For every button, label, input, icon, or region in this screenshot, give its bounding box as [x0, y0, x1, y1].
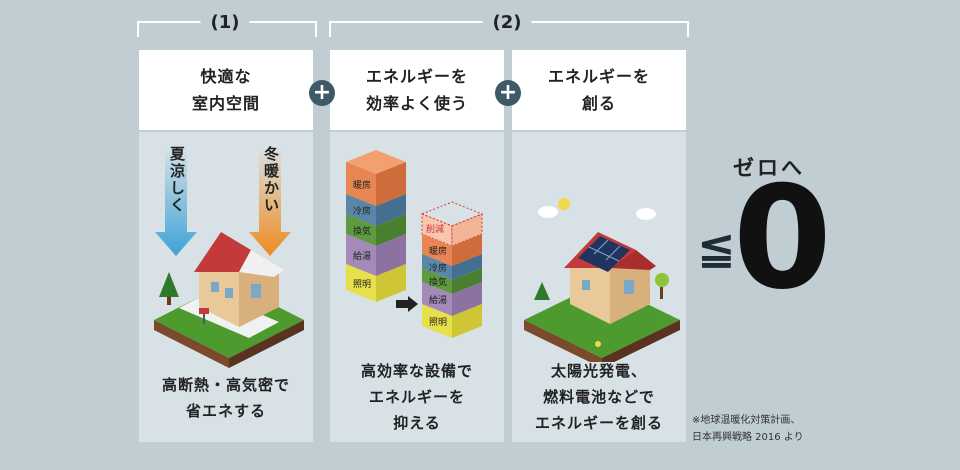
stack-label-ventilation: 換気	[352, 227, 371, 237]
cloud-icon	[636, 208, 656, 220]
solar-house-illustration	[524, 198, 680, 362]
stack-after-labels: 暖房 冷房 換気 給湯 照明	[426, 242, 450, 334]
panel-caption: 高断熱・高気密で 省エネする	[161, 376, 290, 420]
group-label-2: (2)	[482, 12, 532, 33]
mailbox-icon	[199, 308, 209, 314]
stack-label-cooling: 冷房	[352, 207, 371, 217]
reduce-arrow-icon	[396, 296, 418, 312]
panel-body: 夏涼しく 冬暖かい 高断熱・高気密で 省エネする	[139, 132, 313, 442]
panel-efficient-use: エネルギーを 効率よく使う	[330, 50, 504, 442]
panel-comfortable-space: 快適な 室内空間	[139, 50, 313, 442]
energy-stack-after	[420, 201, 484, 338]
winter-arrow	[249, 146, 291, 256]
summer-arrow-label: 夏涼しく	[168, 146, 186, 214]
panel-caption: 高効率な設備で エネルギーを 抑える	[360, 362, 473, 432]
less-equal-symbol: ≦	[697, 220, 736, 274]
zero-value: 0	[733, 156, 832, 321]
panel-heading-box: エネルギーを 効率よく使う	[330, 50, 504, 130]
tree-icon	[655, 273, 669, 287]
stack-removed-label: 削減	[426, 225, 445, 235]
sun-icon	[558, 198, 570, 210]
panel-heading: エネルギーを 効率よく使う	[365, 67, 468, 113]
energy-stack-illustration	[346, 150, 484, 338]
panel-heading: 快適な 室内空間	[191, 67, 260, 113]
stack-label-heating: 暖房	[352, 181, 371, 191]
energy-stack-before	[346, 150, 406, 302]
stack-label-ventilation: 換気	[428, 278, 447, 288]
plus-icon: +	[309, 80, 335, 106]
panel-body: 太陽光発電、 燃料電池などで エネルギーを創る	[512, 132, 686, 442]
winter-arrow-label: 冬暖かい	[262, 146, 280, 214]
flower-icon	[595, 341, 601, 347]
panel-create-energy: エネルギーを 創る	[512, 50, 686, 442]
stack-label-lighting: 照明	[352, 280, 371, 290]
cloud-icon	[538, 206, 558, 218]
panel-heading-box: エネルギーを 創る	[512, 50, 686, 130]
source-note: ※地球温暖化対策計画、 日本再興戦略 2016 より	[692, 415, 804, 443]
tree-icon	[534, 282, 550, 300]
stack-label-lighting: 照明	[428, 318, 447, 328]
panel-heading: エネルギーを 創る	[547, 67, 650, 113]
insulated-house-illustration	[154, 146, 304, 368]
panel-body: 暖房 冷房 換気 給湯 照明 削減 暖房 冷房 換気 給湯 照明 高効率な設備で…	[330, 132, 504, 442]
solar-panel-icon	[578, 236, 630, 272]
stack-label-cooling: 冷房	[428, 264, 447, 274]
stack-before-labels: 暖房 冷房 換気 給湯 照明	[350, 170, 374, 298]
panel-heading-box: 快適な 室内空間	[139, 50, 313, 130]
stack-label-heating: 暖房	[428, 247, 447, 257]
tree-icon	[159, 272, 179, 297]
panel-caption: 太陽光発電、 燃料電池などで エネルギーを創る	[534, 362, 663, 432]
plus-icon: +	[495, 80, 521, 106]
summer-arrow	[155, 146, 197, 256]
stack-label-hot-water: 給湯	[428, 296, 447, 306]
group-label-1: (1)	[200, 12, 250, 33]
toward-zero-label: ゼロへ	[733, 156, 805, 180]
stack-label-hot-water: 給湯	[352, 252, 371, 262]
